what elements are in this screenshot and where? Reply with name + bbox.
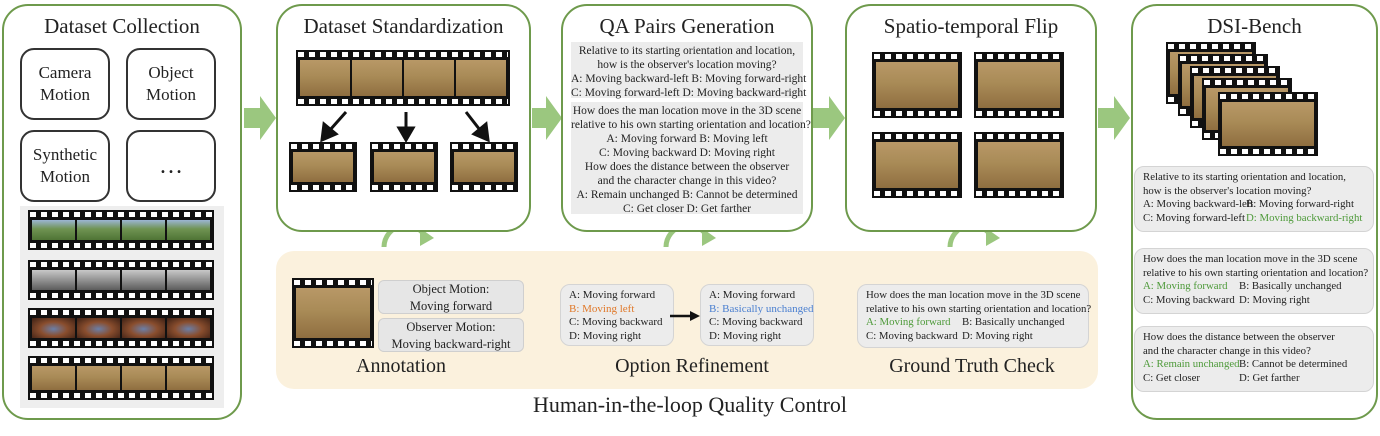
bench-question-1: Relative to its starting orientation and… bbox=[1134, 166, 1374, 232]
panel-title: Dataset Standardization bbox=[303, 14, 504, 38]
dataset-standardization-panel: Dataset Standardization bbox=[276, 4, 531, 232]
ground-truth-question: How does the man location move in the 3D… bbox=[857, 284, 1091, 348]
option-refinement-label: Option Refinement bbox=[615, 355, 769, 377]
bench-question-2: How does the man location move in the 3D… bbox=[1134, 248, 1374, 314]
correct-answer: A: Moving forward bbox=[866, 316, 951, 328]
correct-answer: A: Moving forward bbox=[1143, 280, 1228, 292]
flow-arrow-1 bbox=[244, 96, 276, 140]
flip-film-4 bbox=[974, 132, 1064, 198]
long-film-strip bbox=[296, 50, 510, 106]
refined-option-new: B: Basically unchanged bbox=[709, 302, 814, 315]
qa-question-3: How does the distance between the observ… bbox=[571, 158, 803, 215]
correct-answer: A: Remain unchanged bbox=[1143, 358, 1240, 370]
film-strip-gray bbox=[28, 260, 214, 300]
quality-control-title: Human-in-the-loop Quality Control bbox=[532, 392, 848, 417]
flip-film-3 bbox=[872, 132, 962, 198]
ground-truth-label: Ground Truth Check bbox=[889, 355, 1055, 377]
panel-title: Spatio-temporal Flip bbox=[883, 14, 1059, 38]
observer-motion-annotation: Observer Motion: Moving backward-right bbox=[378, 318, 524, 352]
panel-title: Dataset Collection bbox=[44, 14, 200, 38]
object-motion-annotation: Object Motion: Moving forward bbox=[378, 280, 524, 314]
correct-answer: D: Moving backward-right bbox=[1246, 211, 1363, 224]
flip-film-1 bbox=[872, 52, 962, 118]
qa-question-1: Relative to its starting orientation and… bbox=[571, 42, 806, 99]
flow-arrow-3 bbox=[813, 96, 845, 140]
flow-arrow-2 bbox=[532, 96, 562, 140]
clip-film-2 bbox=[370, 142, 438, 192]
film-strip-synthetic bbox=[28, 308, 214, 348]
film-strip-park bbox=[28, 210, 214, 250]
clip-film-1 bbox=[289, 142, 357, 192]
qa-question-2: How does the man location move in the 3D… bbox=[571, 102, 811, 159]
annotation-film bbox=[292, 278, 374, 348]
film-strip-desert bbox=[28, 356, 214, 400]
flow-arrow-4 bbox=[1098, 96, 1130, 140]
clip-film-3 bbox=[450, 142, 518, 192]
annotation-label: Annotation bbox=[356, 355, 446, 377]
flip-film-2 bbox=[974, 52, 1064, 118]
options-before: A: Moving forward B: Moving left C: Movi… bbox=[560, 284, 674, 346]
options-after: A: Moving forward B: Basically unchanged… bbox=[700, 284, 814, 346]
more-motion-box: … bbox=[126, 130, 216, 202]
panel-title: DSI-Bench bbox=[1207, 14, 1302, 38]
bench-question-3: How does the distance between the observ… bbox=[1134, 326, 1374, 392]
bench-film-stack-5 bbox=[1218, 92, 1318, 156]
refined-option-old: B: Moving left bbox=[569, 302, 635, 315]
panel-title: QA Pairs Generation bbox=[599, 14, 775, 38]
